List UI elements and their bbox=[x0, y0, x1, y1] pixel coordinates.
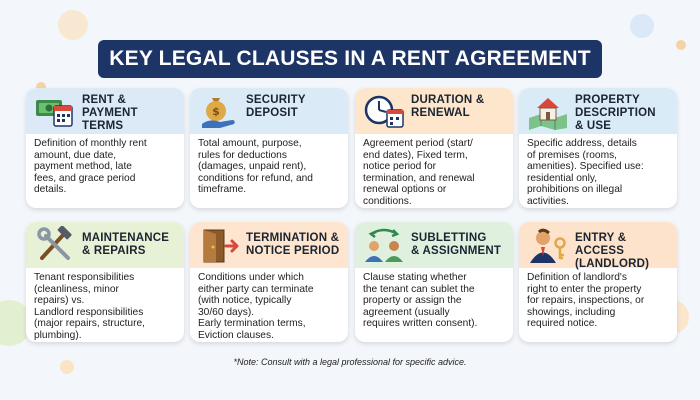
clause-card-maintenance-repairs: MAINTENANCE& REPAIRS Tenant responsibili… bbox=[26, 222, 184, 342]
card-title: TERMINATION &NOTICE PERIOD bbox=[246, 232, 340, 257]
card-title: DURATION &RENEWAL bbox=[411, 94, 485, 119]
clause-card-duration-renewal: DURATION &RENEWAL Agreement period (star… bbox=[355, 88, 513, 208]
clause-card-termination-notice: TERMINATION &NOTICE PERIOD Conditions un… bbox=[190, 222, 348, 342]
door-exit-icon bbox=[198, 226, 240, 264]
people-swap-icon bbox=[363, 226, 405, 264]
decor-dot bbox=[60, 360, 74, 374]
svg-text:$: $ bbox=[212, 105, 220, 118]
decor-dot bbox=[36, 82, 46, 92]
landlord-key-icon bbox=[527, 226, 569, 264]
page-title: KEY LEGAL CLAUSES IN A RENT AGREEMENT bbox=[98, 40, 602, 78]
clock-calendar-icon bbox=[363, 92, 405, 130]
money-bag-hand-icon: $ bbox=[198, 92, 240, 130]
money-calendar-icon bbox=[34, 92, 76, 130]
decor-dot bbox=[58, 10, 88, 40]
card-description: Agreement period (start/end dates), Fixe… bbox=[363, 138, 475, 207]
decor-dot bbox=[630, 14, 654, 38]
card-title: MAINTENANCE& REPAIRS bbox=[82, 232, 170, 257]
card-description: Tenant responsibilities(cleanliness, min… bbox=[34, 272, 145, 341]
decor-dot bbox=[676, 40, 686, 50]
disclaimer-note: *Note: Consult with a legal professional… bbox=[233, 357, 467, 367]
card-title: SUBLETTING& ASSIGNMENT bbox=[411, 232, 502, 257]
card-title: ENTRY & ACCESS(LANDLORD) bbox=[575, 232, 650, 270]
hammer-wrench-icon bbox=[34, 225, 76, 264]
clause-card-entry-access: ENTRY & ACCESS(LANDLORD) Definition of l… bbox=[519, 222, 677, 342]
card-description: Total amount, purpose,rules for deductio… bbox=[198, 138, 313, 196]
clause-card-subletting-assignment: SUBLETTING& ASSIGNMENT Clause stating wh… bbox=[355, 222, 513, 342]
house-map-icon bbox=[527, 92, 569, 130]
